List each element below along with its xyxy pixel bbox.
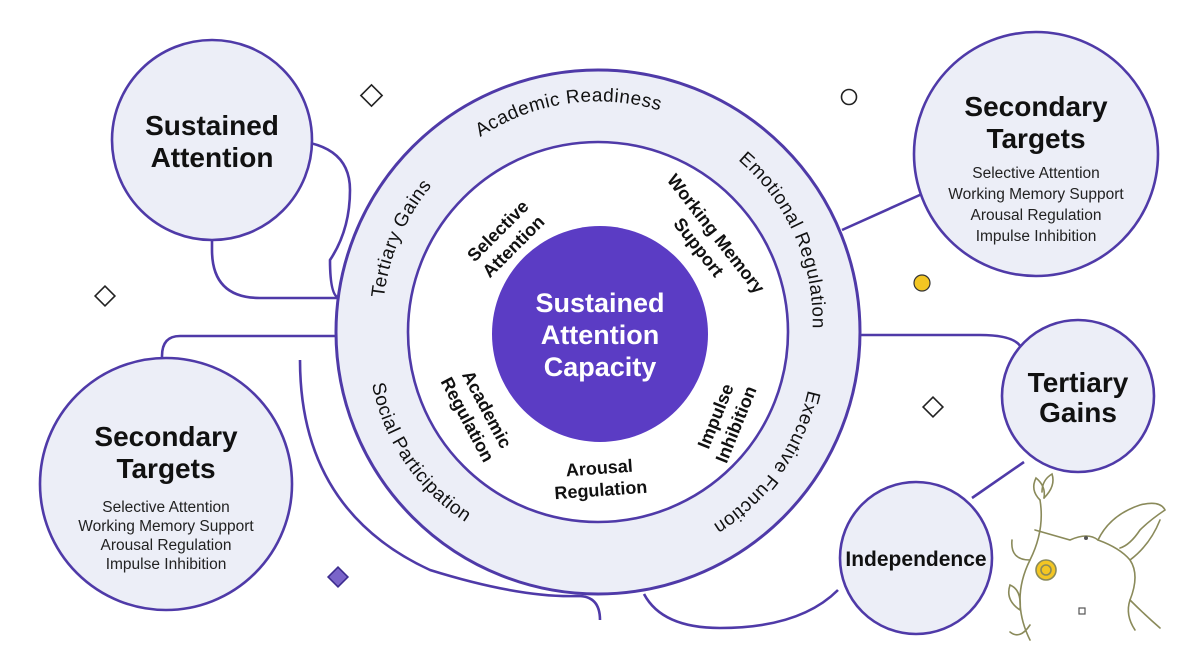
svg-text:Impulse Inhibition: Impulse Inhibition: [106, 556, 227, 573]
diamond-filled-icon: [326, 565, 350, 589]
center-label: Sustained Attention Capacity: [535, 288, 664, 382]
svg-text:Attention: Attention: [541, 320, 659, 350]
bubble-tertiary-gains: Tertiary Gains: [1000, 318, 1156, 474]
bubble-title: Sustained: [145, 110, 279, 141]
connector-independence: [642, 589, 839, 630]
bubble-independence: Independence: [838, 480, 994, 636]
svg-text:Arousal: Arousal: [565, 456, 633, 481]
connector-lines: [160, 138, 1025, 630]
connector-secondary-left: [160, 334, 340, 370]
connector-tertiary-independence: [971, 460, 1025, 500]
svg-text:Impulse Inhibition: Impulse Inhibition: [976, 228, 1097, 245]
bubble-secondary-targets-right: Secondary Targets Selective Attention Wo…: [912, 30, 1160, 278]
connector-sustained: [210, 138, 352, 300]
svg-text:Selective Attention: Selective Attention: [102, 499, 230, 516]
center-circle: [492, 226, 708, 442]
diamond-outline-icon: [921, 395, 945, 419]
square-outline-icon: [1078, 607, 1086, 615]
svg-text:Secondary: Secondary: [94, 421, 238, 452]
svg-text:Working Memory Support: Working Memory Support: [948, 186, 1124, 203]
svg-text:Arousal Regulation: Arousal Regulation: [971, 207, 1102, 224]
bubble-secondary-targets-left: Secondary Targets Selective Attention Wo…: [38, 356, 294, 612]
svg-text:Secondary: Secondary: [964, 91, 1108, 122]
svg-text:Independence: Independence: [845, 548, 986, 571]
bubble-title: Attention: [151, 142, 274, 173]
circle-outline-icon: [840, 88, 858, 106]
svg-text:Sustained: Sustained: [535, 288, 664, 318]
decorative-shapes: [93, 83, 1086, 615]
connector-secondary-right: [841, 192, 923, 232]
svg-text:Gains: Gains: [1039, 397, 1117, 428]
connector-social: [298, 359, 602, 621]
yellow-dot-icon: [913, 274, 931, 292]
diamond-outline-icon: [93, 284, 117, 308]
svg-text:Tertiary: Tertiary: [1028, 367, 1129, 398]
svg-text:Working Memory Support: Working Memory Support: [78, 518, 254, 535]
connector-tertiary: [858, 333, 1024, 351]
svg-text:Targets: Targets: [986, 123, 1085, 154]
bubble-sustained-attention: Sustained Attention: [110, 38, 314, 242]
svg-text:Capacity: Capacity: [544, 352, 657, 382]
diamond-outline-icon: [359, 83, 384, 108]
svg-text:Selective Attention: Selective Attention: [972, 165, 1100, 182]
hummingbird-flower-icon: [1007, 472, 1167, 641]
svg-text:Arousal Regulation: Arousal Regulation: [101, 537, 232, 554]
svg-text:Targets: Targets: [116, 453, 215, 484]
